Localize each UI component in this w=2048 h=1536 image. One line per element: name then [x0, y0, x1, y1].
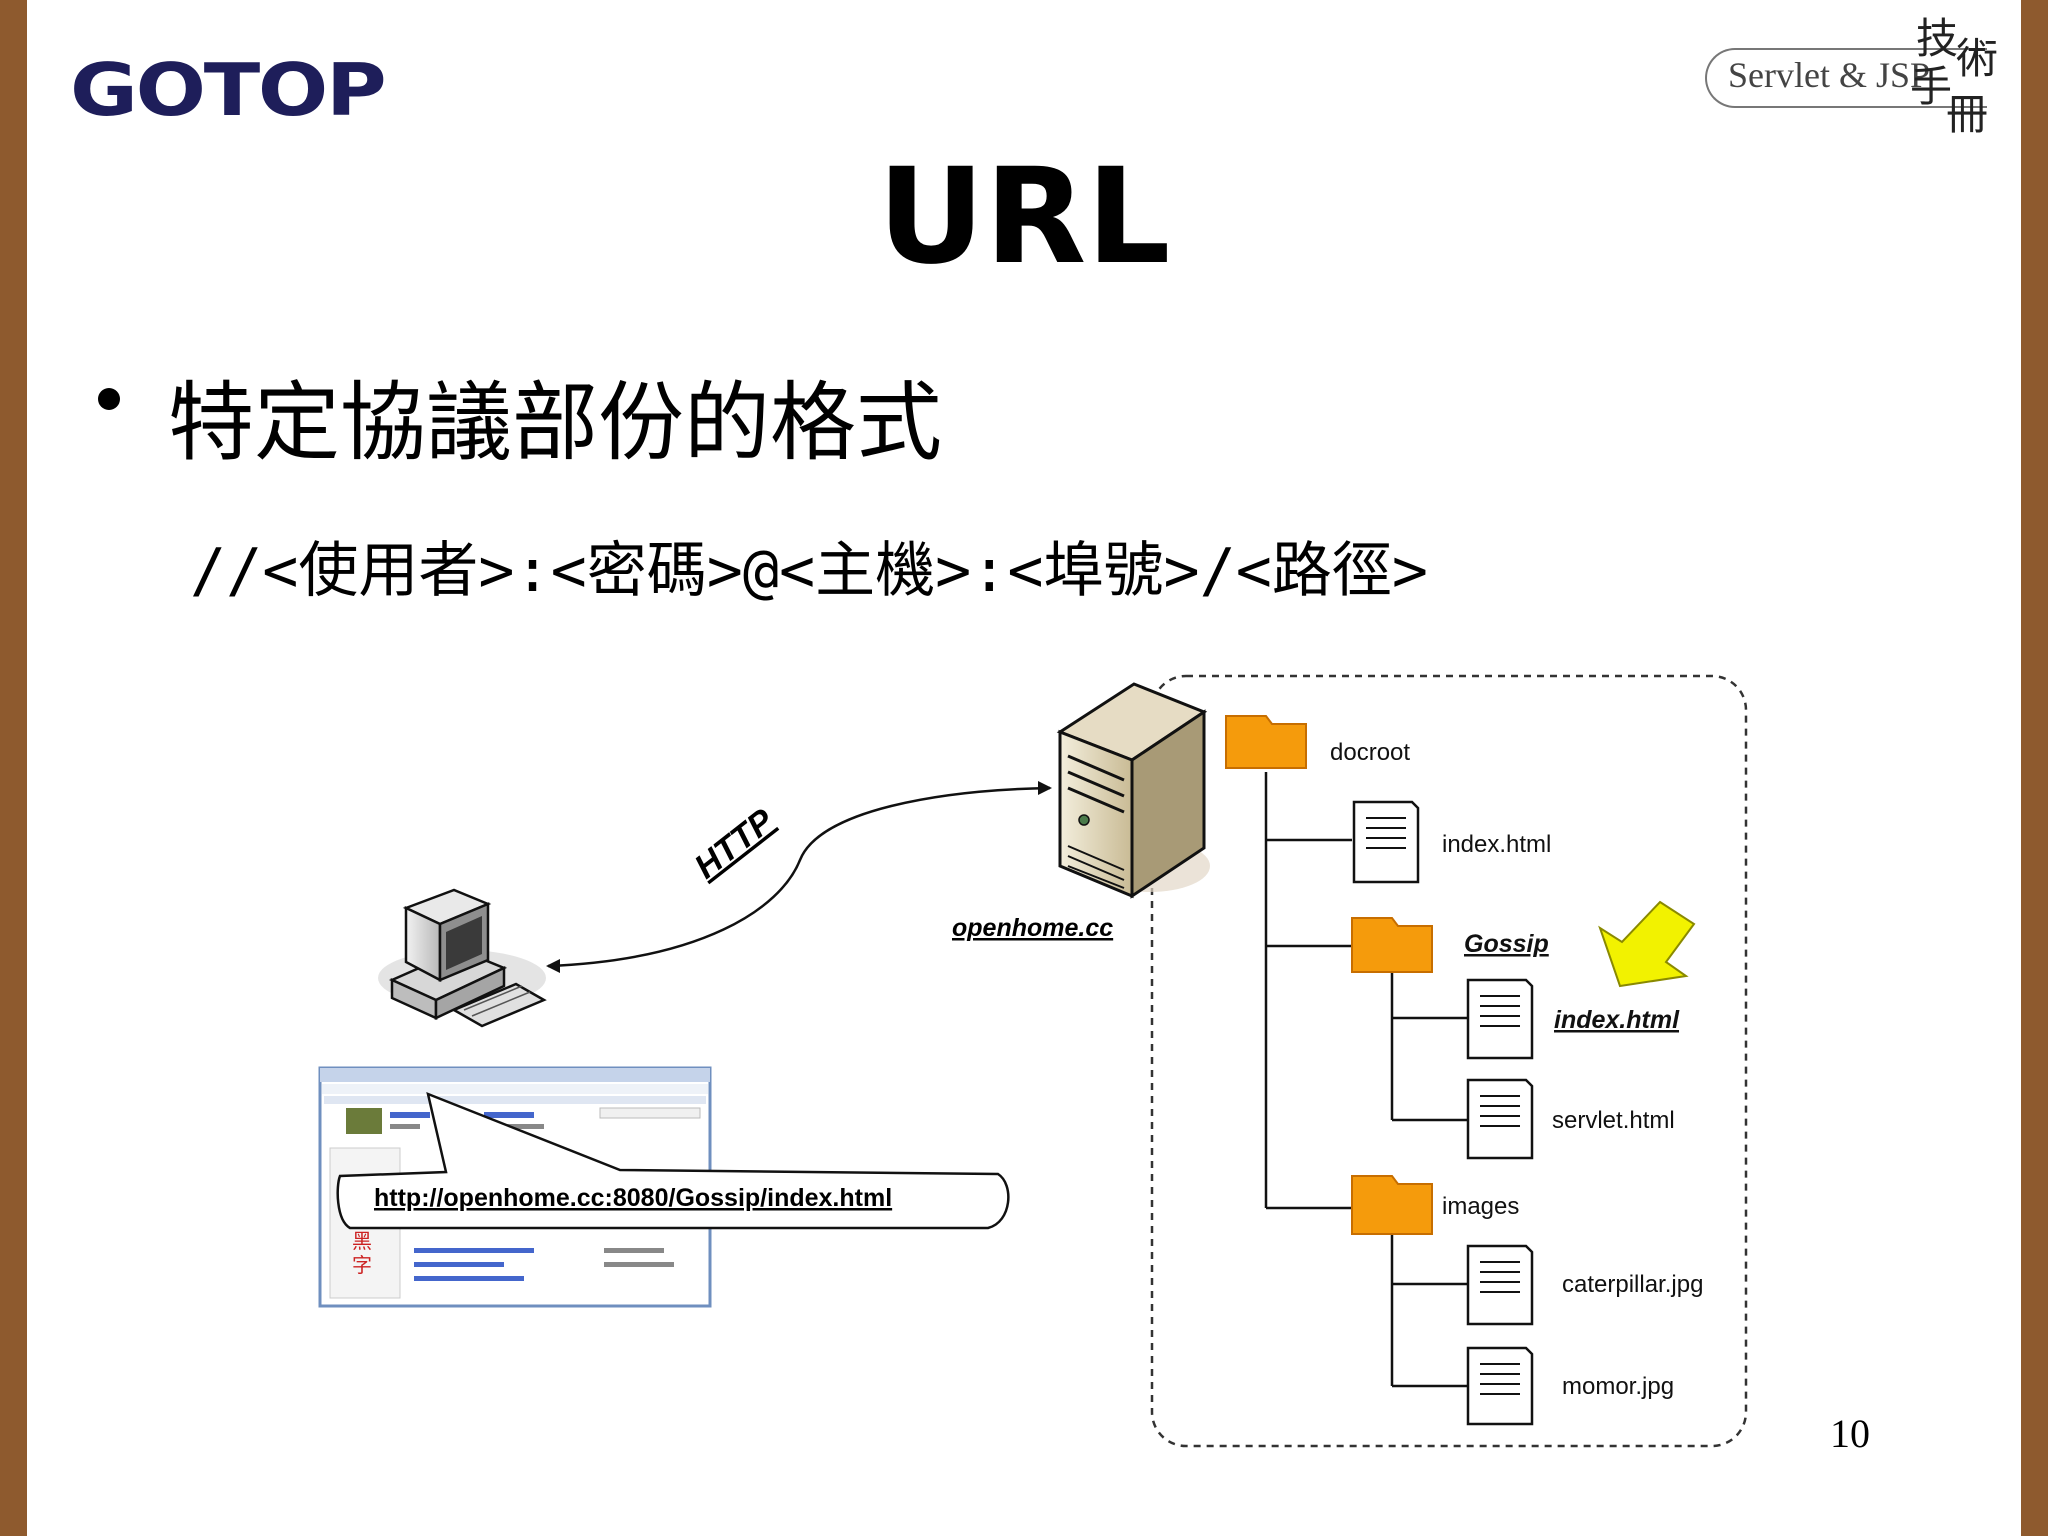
folder-icon: [1225, 715, 1307, 769]
tree-images-file-label: momor.jpg: [1562, 1373, 1674, 1400]
arrowhead-icon: [546, 959, 560, 973]
file-icon: [1466, 1244, 1534, 1326]
svg-text:字: 字: [352, 1253, 372, 1277]
tree-images-label: images: [1442, 1193, 1519, 1220]
http-connection: [547, 786, 1051, 968]
folder-icon: [1351, 917, 1433, 973]
server-label: openhome.cc: [952, 914, 1113, 942]
docroot-frame: [1150, 674, 1748, 1448]
computer-icon: [378, 888, 547, 1028]
highlight-arrow-icon: [1598, 900, 1696, 988]
server-icon: [1056, 682, 1210, 899]
tree-gossip-file-label: index.html: [1554, 1006, 1680, 1034]
left-border: [0, 0, 27, 1536]
bullet-text: 特定協議部份的格式: [168, 373, 942, 473]
http-label: HTTP: [688, 802, 782, 887]
calligraphy-char: 技: [1916, 14, 1959, 63]
tree-root-file-label: index.html: [1442, 831, 1551, 858]
url-format-line: //<使用者>:<密碼>@<主機>:<埠號>/<路徑>: [190, 536, 1428, 606]
url-callout: [336, 1091, 1010, 1230]
calligraphy-char: 冊: [1946, 90, 1989, 139]
folder-icon: [1351, 1175, 1433, 1235]
file-icon: [1466, 1078, 1534, 1160]
file-icon: [1466, 978, 1534, 1060]
bullet-icon: [98, 388, 120, 410]
file-icon: [1466, 1346, 1534, 1426]
tree-root-label: docroot: [1330, 739, 1410, 766]
right-border: [2021, 0, 2048, 1536]
callout-url-text: http://openhome.cc:8080/Gossip/index.htm…: [374, 1184, 892, 1212]
file-icon: [1352, 800, 1420, 884]
gotop-logo: GOTOP: [70, 48, 387, 132]
tree-images-file-label: caterpillar.jpg: [1562, 1271, 1703, 1298]
arrowhead-icon: [1038, 781, 1052, 795]
calligraphy-char: 手: [1910, 62, 1953, 111]
book-badge: [1705, 48, 1987, 108]
tree-gossip-file-label: servlet.html: [1552, 1107, 1675, 1134]
svg-text:黑: 黑: [352, 1229, 372, 1253]
book-badge-label: Servlet & JSP: [1728, 55, 1931, 95]
slide-title: URL: [877, 140, 1171, 294]
calligraphy-char: 術: [1956, 34, 1999, 83]
tree-gossip-label: Gossip: [1464, 930, 1549, 958]
page-number: 10: [1830, 1411, 1870, 1456]
tree-connectors: [1264, 772, 1468, 1388]
book-badge-calligraphy: 技 術 手 冊: [1910, 14, 2002, 140]
